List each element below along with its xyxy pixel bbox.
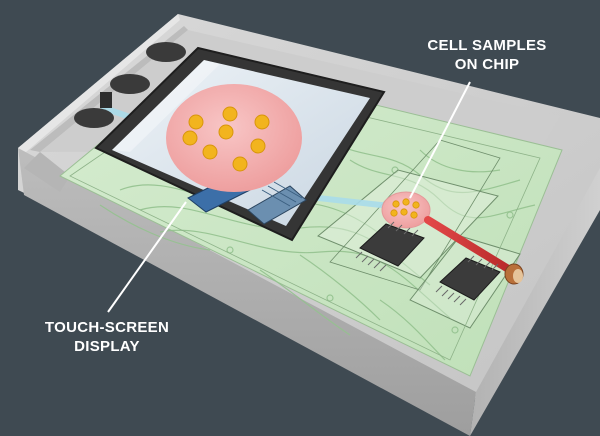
- connector-plug: [100, 92, 112, 108]
- callout-line-cell-samples: [409, 81, 471, 199]
- circuit-traces: [99, 139, 536, 361]
- label-touch-screen-line1: TOUCH-SCREEN: [44, 319, 170, 336]
- label-touch-screen-line2: DISPLAY: [74, 338, 140, 355]
- touch-screen: [94, 46, 386, 242]
- button-1: [146, 42, 186, 62]
- label-touch-screen: TOUCH-SCREEN DISPLAY: [22, 318, 192, 356]
- ic-chips: [355, 221, 501, 306]
- case-front-face: [18, 148, 476, 436]
- sample-chip: [381, 191, 431, 229]
- ic-chip-2: [439, 257, 501, 301]
- cavity-left-wall: [24, 152, 70, 192]
- button-2: [110, 74, 150, 94]
- control-buttons: [74, 42, 186, 128]
- callout-lines: [107, 81, 471, 313]
- case-top-edge: [18, 14, 180, 152]
- label-cell-samples-line2: ON CHIP: [454, 56, 520, 73]
- label-cell-samples: CELL SAMPLES ON CHIP: [398, 36, 576, 74]
- ic-chip-1: [359, 223, 425, 267]
- display-sample-dots: [182, 106, 270, 172]
- label-cell-samples-line1: CELL SAMPLES: [427, 37, 547, 54]
- button-3: [74, 108, 114, 128]
- chip-sample-dots: [390, 198, 420, 219]
- red-channel: [424, 216, 524, 285]
- screen-chip-gray: [247, 185, 307, 225]
- callout-line-touch-screen: [107, 201, 187, 313]
- display-sample-disc: [166, 84, 302, 192]
- case-right-face: [470, 168, 600, 436]
